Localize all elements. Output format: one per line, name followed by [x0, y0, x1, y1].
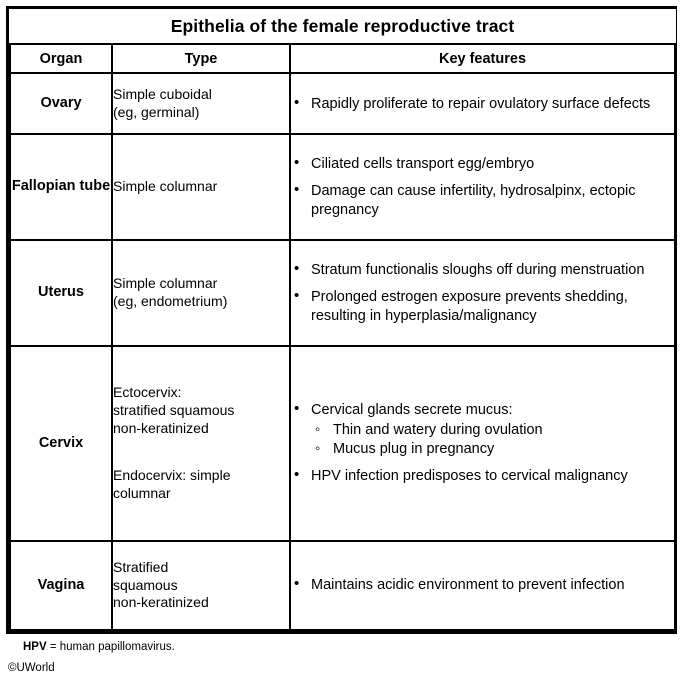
type-line: non-keratinized	[113, 419, 209, 436]
epithelia-table: Epithelia of the female reproductive tra…	[9, 9, 676, 632]
type-line: Simple columnar	[113, 275, 218, 292]
type-line: Ectocervix:	[113, 384, 182, 400]
key-features-ovary: Rapidly proliferate to repair ovulatory …	[289, 72, 676, 135]
epithelium-type-uterus: Simple columnar (eg, endometrium)	[111, 238, 291, 348]
organ-name-uterus: Uterus	[9, 238, 113, 348]
feature-item: Prolonged estrogen exposure prevents she…	[291, 287, 674, 325]
column-header-key-features: Key features	[289, 43, 676, 75]
type-spacer	[113, 437, 289, 467]
epithelium-type-fallopian-tube: Simple columnar	[111, 132, 291, 241]
feature-text: Stratum functionalis sloughs off during …	[311, 262, 645, 279]
abbreviation-note: HPV = human papillomavirus.	[6, 640, 677, 655]
feature-text: Prolonged estrogen exposure prevents she…	[311, 289, 628, 324]
feature-list: Ciliated cells transport egg/embryo Dama…	[291, 154, 674, 219]
table-row: Ovary Simple cuboidal (eg, germinal) Rap…	[9, 72, 676, 135]
epithelia-table-container: Epithelia of the female reproductive tra…	[6, 6, 677, 634]
type-line: (eg, germinal)	[113, 103, 200, 120]
type-line: non-keratinized	[113, 594, 209, 611]
epithelium-type-vagina: Stratified squamous non-keratinized	[111, 539, 291, 632]
table-row: Uterus Simple columnar (eg, endometrium)…	[9, 238, 676, 348]
epithelium-type-cervix: Ectocervix: stratified squamous non-kera…	[111, 345, 291, 542]
table-header-row: Organ Type Key features	[9, 43, 676, 75]
feature-text: Maintains acidic environment to prevent …	[311, 577, 625, 594]
table-row: Fallopian tube Simple columnar Ciliated …	[9, 132, 676, 241]
feature-list: Rapidly proliferate to repair ovulatory …	[291, 94, 674, 113]
feature-item: Stratum functionalis sloughs off during …	[291, 260, 674, 279]
type-line: Simple columnar	[113, 178, 218, 195]
key-features-vagina: Maintains acidic environment to prevent …	[289, 539, 676, 632]
feature-subitem: Mucus plug in pregnancy	[311, 440, 674, 459]
abbreviation-definition: = human papillomavirus.	[49, 641, 175, 653]
abbreviation-term: HPV	[23, 641, 47, 653]
copyright-notice: ©UWorld	[8, 661, 55, 674]
feature-item: Damage can cause infertility, hydrosalpi…	[291, 181, 674, 219]
column-header-type: Type	[111, 43, 291, 75]
feature-text: Cervical glands secrete mucus:	[311, 402, 513, 419]
footnotes: HPV = human papillomavirus. ©UWorld	[6, 640, 677, 676]
epithelium-type-ovary: Simple cuboidal (eg, germinal)	[111, 72, 291, 135]
column-header-organ: Organ	[9, 43, 113, 75]
organ-name-fallopian-tube: Fallopian tube	[9, 132, 113, 241]
type-line: (eg, endometrium)	[113, 293, 228, 309]
type-line: stratified squamous	[113, 401, 235, 418]
feature-item: HPV infection predisposes to cervical ma…	[291, 466, 674, 485]
feature-list: Maintains acidic environment to prevent …	[291, 575, 674, 594]
type-line: columnar	[113, 485, 171, 502]
table-row: Cervix Ectocervix: stratified squamous n…	[9, 345, 676, 542]
table-row: Vagina Stratified squamous non-keratiniz…	[9, 539, 676, 632]
table-title-row: Epithelia of the female reproductive tra…	[10, 9, 675, 46]
feature-text: Rapidly proliferate to repair ovulatory …	[311, 95, 651, 112]
feature-subtext: Mucus plug in pregnancy	[333, 440, 495, 457]
feature-list: Stratum functionalis sloughs off during …	[291, 260, 674, 325]
key-features-cervix: Cervical glands secrete mucus: Thin and …	[289, 345, 676, 542]
feature-item: Ciliated cells transport egg/embryo	[291, 154, 674, 173]
feature-text: Damage can cause infertility, hydrosalpi…	[311, 183, 636, 218]
feature-item: Cervical glands secrete mucus: Thin and …	[291, 400, 674, 459]
feature-subtext: Thin and watery during ovulation	[333, 421, 543, 438]
feature-sublist: Thin and watery during ovulation Mucus p…	[311, 421, 674, 459]
type-line: Stratified	[113, 558, 169, 575]
feature-subitem: Thin and watery during ovulation	[311, 421, 674, 440]
feature-item: Rapidly proliferate to repair ovulatory …	[291, 94, 674, 113]
feature-item: Maintains acidic environment to prevent …	[291, 575, 674, 594]
type-line: Endocervix: simple	[113, 467, 231, 484]
key-features-uterus: Stratum functionalis sloughs off during …	[289, 238, 676, 348]
type-line: Simple cuboidal	[113, 85, 212, 102]
organ-name-vagina: Vagina	[9, 539, 113, 632]
feature-text: Ciliated cells transport egg/embryo	[311, 156, 535, 173]
table-title: Epithelia of the female reproductive tra…	[10, 9, 675, 46]
type-line: squamous	[113, 576, 178, 593]
organ-name-ovary: Ovary	[9, 72, 113, 135]
organ-name-cervix: Cervix	[9, 345, 113, 542]
feature-list: Cervical glands secrete mucus: Thin and …	[291, 400, 674, 485]
feature-text: HPV infection predisposes to cervical ma…	[311, 468, 628, 485]
key-features-fallopian-tube: Ciliated cells transport egg/embryo Dama…	[289, 132, 676, 241]
